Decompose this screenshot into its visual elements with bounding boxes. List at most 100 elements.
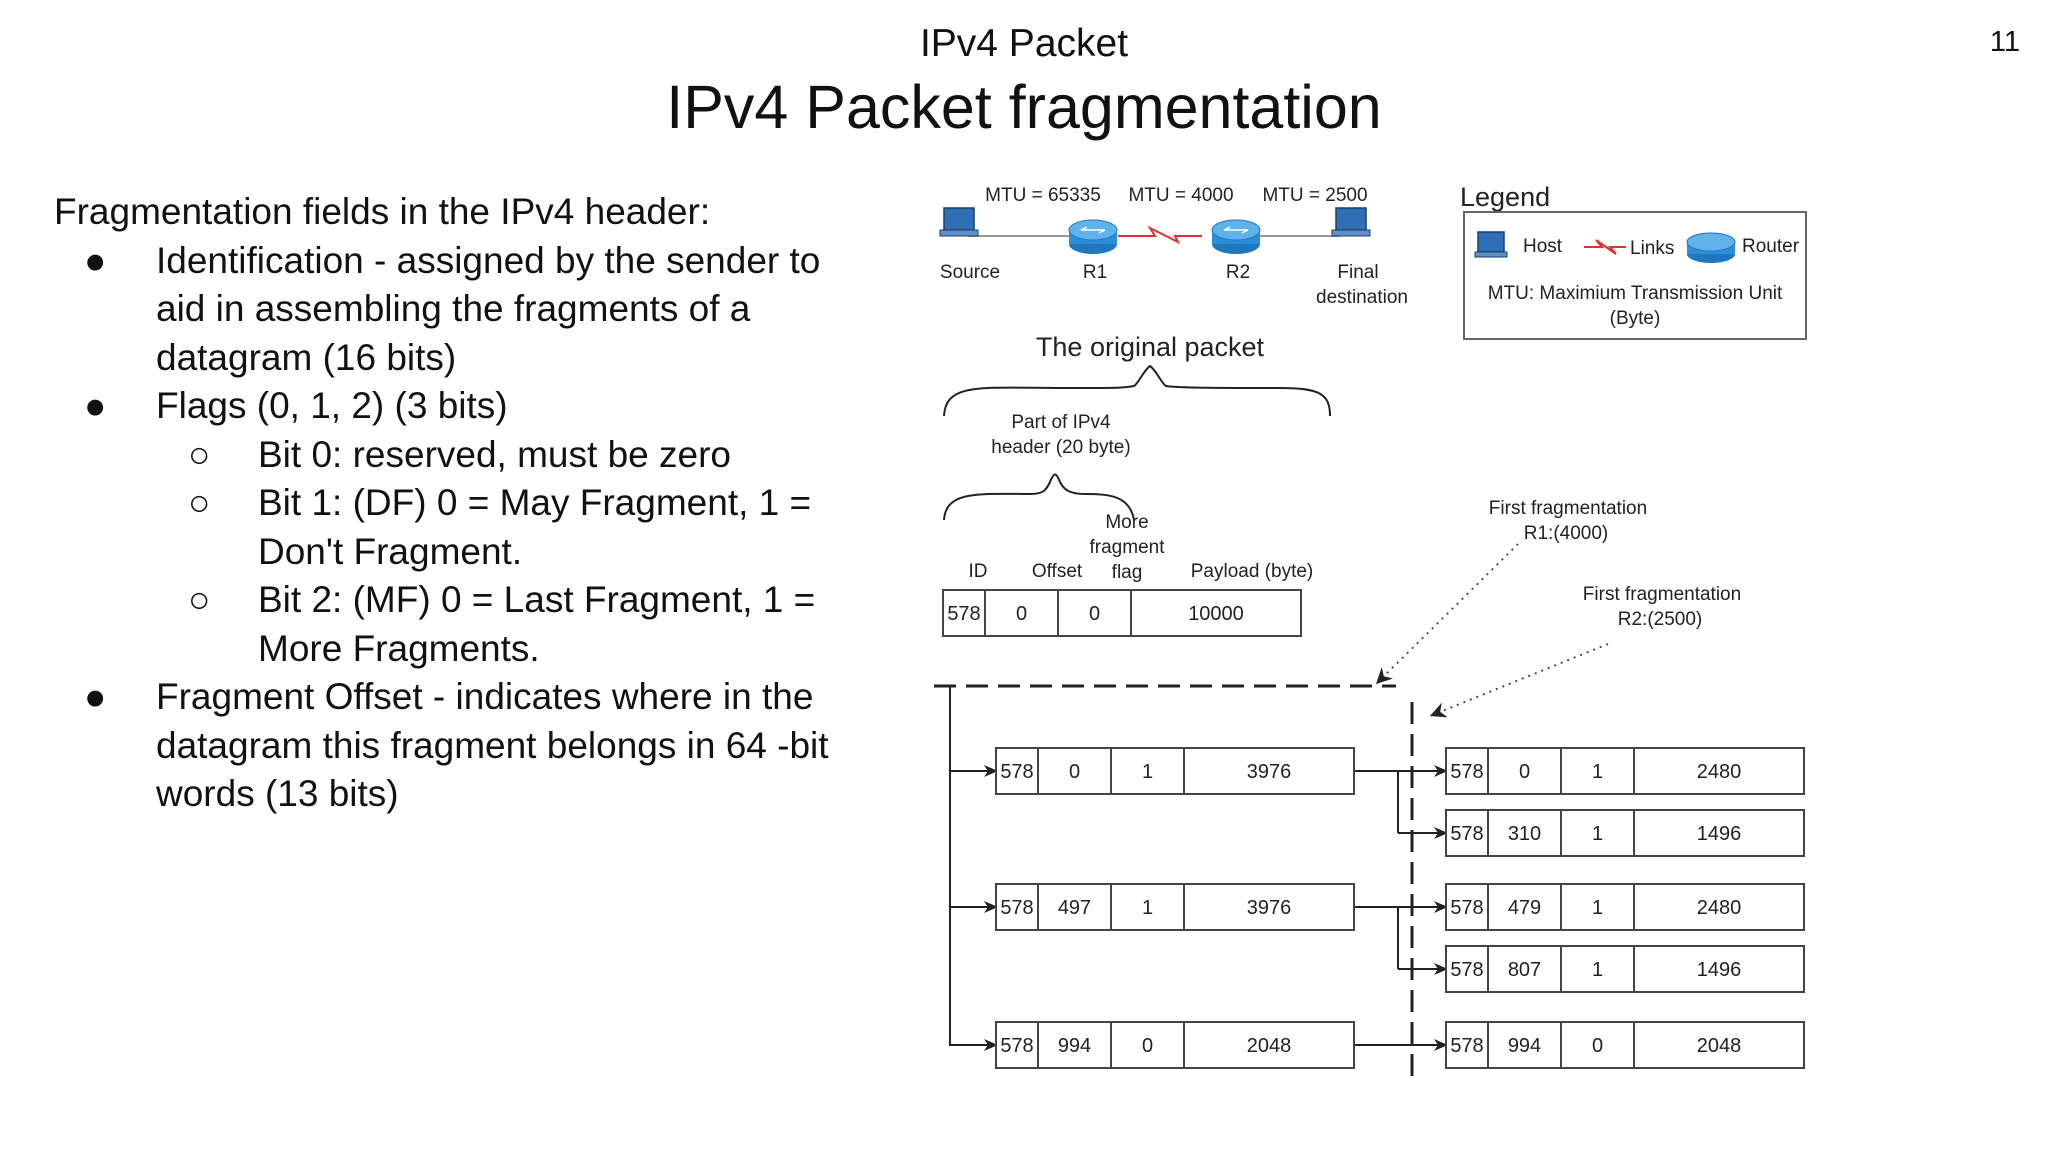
- original-packet-brace: [943, 364, 1331, 417]
- fragment-cell: [1487, 809, 1562, 857]
- fragment-cell: [1633, 945, 1805, 993]
- bullet-circle-icon: ○: [188, 579, 211, 620]
- slide-title: IPv4 Packet fragmentation: [666, 73, 1382, 141]
- fragment-cell-value: 3976: [1247, 897, 1292, 919]
- bullet-line: More Fragments.: [258, 627, 540, 669]
- annotation-r2-line1: First fragmentation: [1583, 584, 1741, 605]
- legend-mtu-line2: (Byte): [1610, 308, 1661, 329]
- col-header-offset: Offset: [1032, 561, 1083, 582]
- fragment-cell-value: 2480: [1697, 761, 1742, 783]
- legend-box: [1463, 211, 1807, 340]
- node-label-source: Source: [940, 262, 1000, 283]
- sub-bullet-bit0: ○ Bit 0: reserved, must be zero: [54, 431, 854, 480]
- fragment-cell-value: 0: [1089, 603, 1100, 625]
- serial-link-line: [1118, 225, 1202, 245]
- fragmentation-diagram: MTU = 65335 MTU = 4000 MTU = 2500 Source…: [920, 170, 1920, 1090]
- bullet-line: Bit 0: reserved, must be zero: [258, 433, 731, 475]
- host-icon: [1331, 207, 1371, 237]
- fragment-cell-value: 578: [1000, 897, 1033, 919]
- annotation-r1-line2: R1:(4000): [1524, 523, 1609, 544]
- fragment-cell: [1183, 883, 1355, 931]
- fragment-cell-value: 578: [1450, 897, 1483, 919]
- fragment-cell: [1633, 747, 1805, 795]
- fragment-cell-value: 578: [1000, 761, 1033, 783]
- fragmentation-diagram-svg: MTU = 65335 MTU = 4000 MTU = 2500 Source…: [934, 182, 1807, 1080]
- bullet-line: datagram this fragment belongs in 64 -bi…: [156, 724, 829, 766]
- fragment-cell-value: 10000: [1188, 603, 1244, 625]
- bullet-line: Fragment Offset - indicates where in the: [156, 676, 814, 717]
- bullet-line: Bit 2: (MF) 0 = Last Fragment, 1 =: [258, 579, 816, 620]
- original-packet-title: The original packet: [1036, 332, 1265, 362]
- legend-router: Router: [1742, 236, 1800, 257]
- fragment-cell: [1183, 1021, 1355, 1069]
- bullet-line: Identification - assigned by the sender …: [156, 239, 821, 281]
- fragment-cell-value: 2048: [1247, 1035, 1292, 1057]
- fragment-cell: [995, 883, 1039, 931]
- col-header-payload: Payload (byte): [1191, 561, 1314, 582]
- fragment-cell: [1110, 883, 1185, 931]
- legend-title: Legend: [1460, 182, 1550, 212]
- annotation-r2-line2: R2:(2500): [1618, 609, 1703, 630]
- fragment-cell: [1560, 945, 1635, 993]
- bullet-dot-icon: ●: [84, 239, 107, 281]
- text-panel: Fragmentation fields in the IPv4 header:…: [54, 188, 854, 819]
- r1-fragment-row: 578 497 1 3976: [995, 883, 1355, 931]
- legend-mtu-line1: MTU: Maximium Transmission Unit: [1488, 283, 1783, 304]
- fragment-cell-value: 994: [1508, 1035, 1541, 1057]
- node-label-final-2: destination: [1316, 287, 1408, 308]
- fragment-cell: [1633, 809, 1805, 857]
- fragment-cell: [1037, 1021, 1112, 1069]
- mtu-label-1: MTU = 65335: [985, 185, 1101, 206]
- bullet-circle-icon: ○: [188, 482, 211, 523]
- legend-links: Links: [1630, 238, 1674, 259]
- host-icon: [1474, 231, 1508, 258]
- fragment-cell-value: 1: [1142, 897, 1153, 919]
- fragment-cell-value: 1496: [1697, 823, 1742, 845]
- fragment-cell-value: 0: [1519, 761, 1530, 783]
- fragment-cell-value: 3976: [1247, 761, 1292, 783]
- mtu-label-3: MTU = 2500: [1262, 185, 1367, 206]
- annotation-r1-line1: First fragmentation: [1489, 498, 1647, 519]
- fragment-cell-value: 578: [1450, 959, 1483, 981]
- bullet-fragment-offset: ● Fragment Offset - indicates where in t…: [54, 673, 854, 819]
- fragment-cell: [1110, 1021, 1185, 1069]
- fragment-cell-value: 0: [1592, 1035, 1603, 1057]
- fragment-cell-value: 310: [1508, 823, 1541, 845]
- fragment-cell-value: 1: [1592, 959, 1603, 981]
- slide-subtitle: IPv4 Packet: [919, 22, 1129, 65]
- node-label-r2: R2: [1226, 262, 1250, 283]
- fragment-cell-value: 497: [1058, 897, 1091, 919]
- router-icon: [1068, 219, 1118, 254]
- bullet-line: Don't Fragment.: [258, 530, 523, 572]
- fragment-cell-value: 2048: [1697, 1035, 1742, 1057]
- fragment-cell: [1560, 747, 1635, 795]
- col-header-more-3: flag: [1112, 562, 1143, 583]
- bullet-dot-icon: ●: [84, 676, 107, 717]
- router-icon: [1211, 219, 1261, 254]
- page-number: 11: [1989, 26, 2020, 58]
- bullet-identification: ● Identification - assigned by the sende…: [54, 237, 854, 383]
- node-label-r1: R1: [1083, 262, 1107, 283]
- annotation-arrow-r1: [1375, 543, 1519, 685]
- fragment-cell: [1633, 883, 1805, 931]
- col-header-more-2: fragment: [1090, 537, 1166, 558]
- bullet-line: Bit 1: (DF) 0 = May Fragment, 1 =: [258, 482, 812, 523]
- fragment-cell-value: 1: [1142, 761, 1153, 783]
- fragment-cell-value: 578: [1000, 1035, 1033, 1057]
- fragment-cell: [1037, 747, 1112, 795]
- fragment-cell: [1560, 809, 1635, 857]
- header-label-1: Part of IPv4: [1011, 412, 1111, 433]
- intro-text: Fragmentation fields in the IPv4 header:: [54, 191, 711, 232]
- fragment-cell: [1487, 1021, 1562, 1069]
- bullet-flags: ● Flags (0, 1, 2) (3 bits): [54, 382, 854, 431]
- header-brace: [943, 473, 1135, 521]
- fragment-cell-value: 578: [1450, 823, 1483, 845]
- fragment-cell: [1183, 747, 1355, 795]
